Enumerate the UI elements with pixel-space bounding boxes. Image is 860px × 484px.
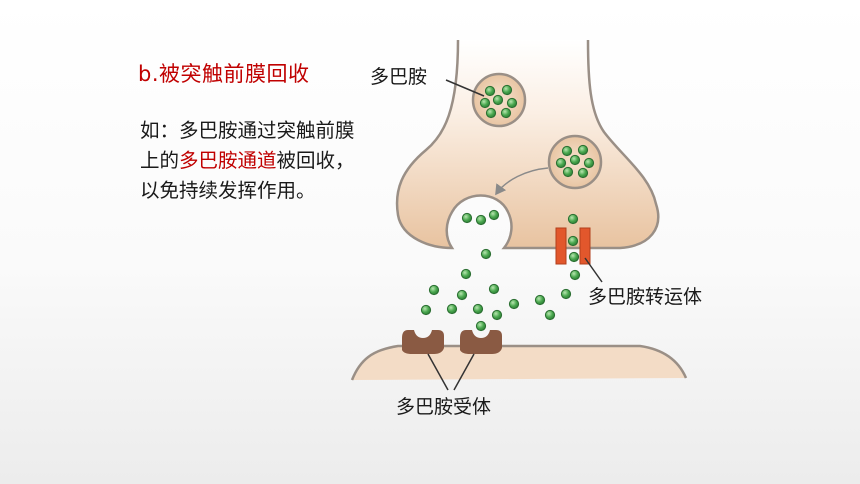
transporter-leader-line: [584, 257, 603, 283]
dopamine-molecule: [569, 154, 581, 166]
dopamine-receptor-2: [460, 330, 502, 354]
dopamine-receptor-1: [402, 330, 444, 354]
dopamine-leader-line: [445, 79, 485, 97]
dopamine-molecule: [583, 157, 595, 169]
dopamine-molecule: [500, 107, 512, 119]
dopamine-molecule: [488, 209, 500, 221]
dopamine-molecule: [577, 167, 589, 179]
dopamine-molecule: [475, 214, 487, 226]
dopamine-molecule: [555, 157, 567, 169]
dopamine-receptor-label: 多巴胺受体: [396, 396, 492, 418]
dopamine-molecule: [561, 145, 573, 157]
dopamine-molecule: [472, 303, 484, 315]
dopamine-molecule: [577, 144, 589, 156]
receptor-leader-line-1: [427, 353, 449, 391]
dopamine-molecule: [501, 84, 513, 96]
dopamine-molecule: [485, 107, 497, 119]
dopamine-molecule: [508, 298, 520, 310]
dopamine-label: 多巴胺: [370, 66, 428, 88]
dopamine-molecule: [456, 289, 468, 301]
dopamine-molecule: [428, 284, 440, 296]
slide-heading: b.被突触前膜回收: [138, 62, 310, 86]
dopamine-molecule: [568, 251, 580, 263]
dopamine-molecule: [544, 309, 556, 321]
dopamine-molecule: [488, 283, 500, 295]
recycling-arrow: [495, 167, 549, 196]
dopamine-molecule: [491, 309, 503, 321]
explanation-text-start: 如：多巴胺通过突触前膜上的: [140, 119, 355, 172]
dopamine-molecule: [492, 94, 504, 106]
postsynaptic-membrane: [352, 346, 686, 380]
dopamine-molecule: [479, 97, 491, 109]
dopamine-molecule: [480, 248, 492, 260]
dopamine-molecule: [569, 269, 581, 281]
dopamine-molecule: [567, 235, 579, 247]
dopamine-molecule: [560, 288, 572, 300]
dopamine-molecule: [420, 304, 432, 316]
dopamine-molecule: [562, 166, 574, 178]
dopamine-molecule: [446, 303, 458, 315]
dopamine-channel-term: 多巴胺通道: [179, 149, 277, 172]
dopamine-molecule: [484, 85, 496, 97]
dopamine-molecule: [475, 320, 487, 332]
explanation-text: 如：多巴胺通过突触前膜上的多巴胺通道被回收，以免持续发挥作用。: [140, 116, 372, 206]
postsynaptic-membrane-outline: [350, 344, 688, 381]
dopamine-transporter: [555, 227, 591, 265]
dopamine-molecules: [420, 84, 595, 332]
dopamine-molecule: [506, 97, 518, 109]
dopamine-transporter-label: 多巴胺转运体: [588, 286, 703, 308]
receptor-leader-line-2: [453, 353, 475, 391]
dopamine-molecule: [460, 268, 472, 280]
explanation-text-end: 被回收，以免持续发挥作用。: [140, 149, 355, 202]
dopamine-molecule: [461, 212, 473, 224]
dopamine-molecule: [567, 213, 579, 225]
presynaptic-terminal: [395, 39, 660, 250]
dopamine-molecule: [534, 294, 546, 306]
